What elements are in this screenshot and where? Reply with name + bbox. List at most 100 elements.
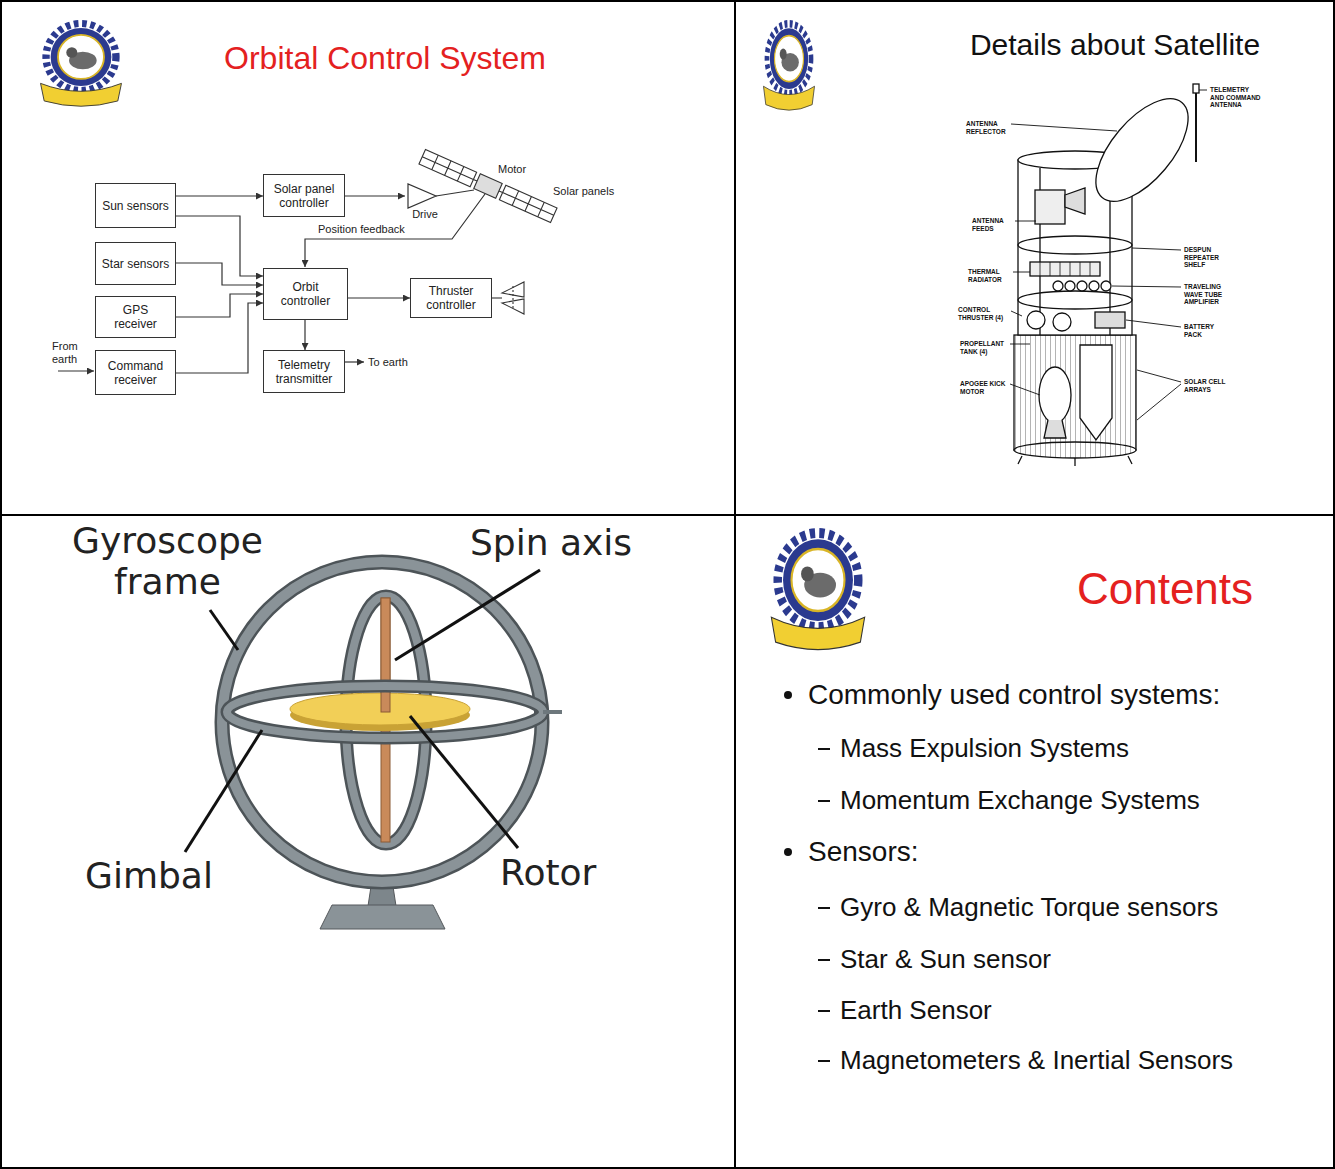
satellite-cutaway — [1095, 312, 1125, 328]
college-logo — [763, 24, 814, 110]
part-label: Gyroscope frame — [55, 520, 280, 602]
satellite-cutaway — [1018, 291, 1132, 309]
signal-label: To earth — [368, 356, 408, 369]
bullet-item: Commonly used control systems: — [808, 678, 1220, 712]
gyroscope — [290, 693, 470, 725]
satellite-cutaway — [1053, 313, 1071, 331]
signal-wire — [345, 361, 364, 362]
part-label: Gimbal — [85, 855, 213, 896]
college-logo — [41, 24, 865, 650]
process-box: Solar panel controller — [263, 174, 345, 217]
connector-arrow — [345, 195, 405, 196]
process-box: Sun sensors — [95, 183, 176, 228]
satellite-cutaway — [1044, 420, 1066, 438]
part-label: APOGEE KICK MOTOR — [960, 380, 1007, 395]
thruster-symbol — [512, 286, 513, 310]
satellite-icon — [499, 185, 557, 222]
satellite-icon — [499, 185, 557, 222]
slide-title: Orbital Control System — [185, 38, 585, 78]
satellite-cutaway — [1039, 367, 1071, 423]
thruster-symbol — [492, 282, 524, 314]
leader-line — [1015, 221, 1036, 222]
connector-arrow — [176, 216, 263, 276]
dash-mark — [818, 907, 830, 909]
process-box: GPS receiver — [95, 296, 176, 338]
leader-line — [1199, 90, 1207, 91]
sub-item: Mass Expulsion Systems — [840, 731, 1129, 765]
satellite-icon — [419, 149, 477, 186]
satellite-cutaway — [1077, 281, 1087, 291]
leader-line — [1137, 384, 1181, 420]
connector-arrow — [176, 195, 263, 196]
process-box: Thruster controller — [410, 278, 492, 318]
part-label: PROPELLANT TANK (4) — [960, 340, 1007, 355]
gyroscope — [227, 686, 543, 738]
part-label: ANTENNA REFLECTOR — [966, 120, 1008, 135]
part-label: TELEMETRY AND COMMAND ANTENNA — [1210, 86, 1262, 109]
connector-arrow — [304, 320, 305, 350]
satellite-cutaway — [1065, 188, 1085, 214]
sub-item: Momentum Exchange Systems — [840, 783, 1200, 817]
leader-line — [210, 610, 238, 650]
connector-arrow — [348, 297, 410, 298]
box-label: Sun sensors — [102, 199, 169, 213]
box-label: Orbit controller — [268, 280, 343, 308]
leader-line — [185, 570, 540, 852]
amplifier-triangle: Drive — [405, 182, 445, 222]
leader-line — [1010, 90, 1207, 420]
sub-item: Gyro & Magnetic Torque sensors — [840, 890, 1218, 924]
satellite-icon — [419, 149, 477, 186]
satellite-icon — [419, 149, 557, 222]
satellite-cutaway — [1030, 262, 1100, 276]
sub-item: Magnetometers & Inertial Sensors — [840, 1043, 1233, 1077]
satellite-cutaway — [1040, 262, 1090, 276]
satellite-cutaway — [1014, 83, 1205, 466]
box-label: Command receiver — [100, 359, 171, 387]
bullet-dot — [784, 691, 792, 699]
part-label: CONTROL THRUSTER (4) — [958, 306, 1008, 321]
process-box: Telemetry transmitter — [263, 350, 345, 393]
satellite-cutaway — [1101, 281, 1111, 291]
dash-mark — [818, 959, 830, 961]
sub-item: Star & Sun sensor — [840, 942, 1051, 976]
bullet-dot — [784, 848, 792, 856]
signal-label: Position feedback — [318, 223, 405, 236]
college-logo — [41, 24, 122, 107]
leader-line — [1132, 248, 1181, 250]
process-box: Star sensors — [95, 242, 176, 285]
part-label: Spin axis — [470, 522, 632, 563]
leader-line — [1112, 286, 1181, 287]
amplifier-triangle — [405, 182, 445, 210]
leader-line — [1126, 320, 1181, 327]
satellite-cutaway — [1018, 456, 1132, 466]
signal-wire — [58, 370, 94, 371]
leader-line — [1137, 370, 1181, 382]
satellite-cutaway — [1089, 281, 1099, 291]
part-label: Motor — [498, 163, 526, 176]
dash-mark — [818, 1010, 830, 1012]
satellite-cutaway — [1018, 236, 1132, 254]
satellite-cutaway — [1193, 84, 1199, 93]
satellite-cutaway — [1195, 92, 1197, 162]
college-logo — [771, 533, 864, 650]
satellite-cutaway — [1080, 345, 1112, 440]
amplifier-triangle — [408, 184, 436, 208]
box-label: Solar panel controller — [268, 182, 340, 210]
signal-label: From earth — [52, 340, 86, 366]
box-label: GPS receiver — [100, 303, 171, 331]
gyroscope — [543, 710, 562, 714]
bullet-item: Sensors: — [808, 835, 919, 869]
gyroscope — [222, 562, 542, 882]
slide-panel: ContentsCommonly used control systems:Ma… — [735, 515, 1335, 1169]
box-label: Star sensors — [102, 257, 169, 271]
gyroscope — [222, 562, 542, 882]
part-label: DESPUN REPEATER SHELF — [1184, 246, 1230, 269]
dash-mark — [818, 800, 830, 802]
part-label: Solar panels — [553, 185, 614, 198]
sub-item: Earth Sensor — [840, 993, 992, 1027]
thruster-symbol — [492, 297, 502, 298]
part-label: Rotor — [500, 852, 596, 893]
drive-label: Drive — [405, 208, 445, 221]
